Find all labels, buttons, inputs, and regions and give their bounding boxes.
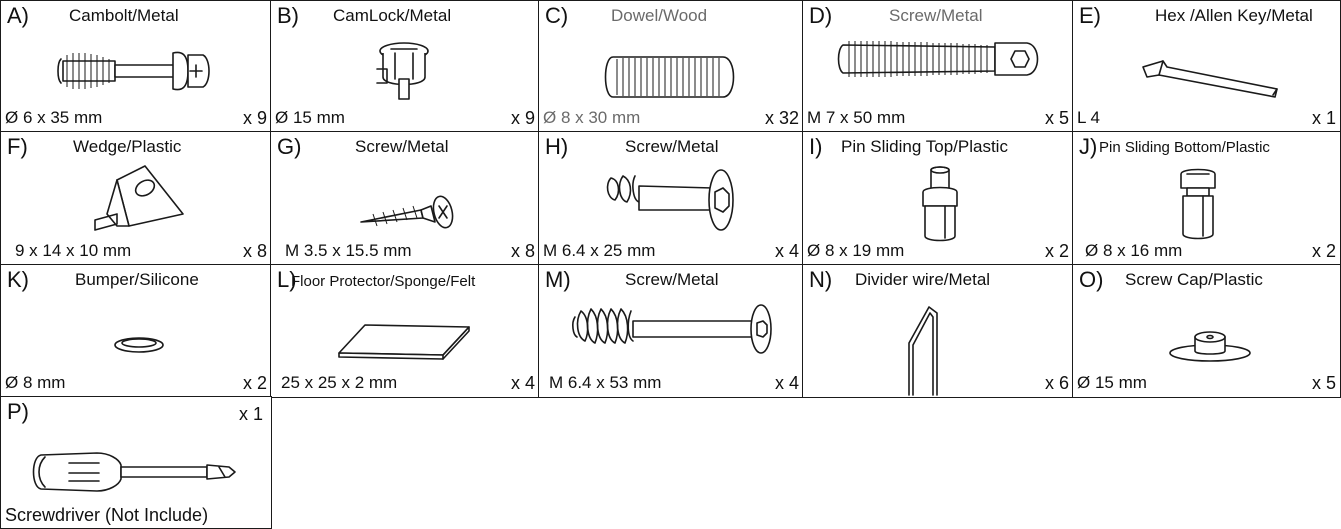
long-screw-icon bbox=[835, 31, 1050, 91]
part-letter: C) bbox=[545, 3, 569, 28]
part-letter: A) bbox=[7, 3, 29, 28]
part-quantity: x 6 bbox=[1044, 373, 1069, 393]
divider-wire-icon bbox=[901, 303, 951, 397]
part-dimension: M 6.4 x 25 mm bbox=[543, 241, 656, 260]
part-letter: E) bbox=[1079, 3, 1101, 28]
part-letter: N) bbox=[809, 267, 833, 292]
part-quantity: x 1 bbox=[1311, 108, 1336, 128]
part-dimension: Ø 15 mm bbox=[1077, 373, 1147, 392]
part-cell-l: L) Floor Protector/Sponge/Felt 25 x 25 x… bbox=[270, 264, 540, 398]
long-hex-screw-icon bbox=[567, 295, 797, 365]
felt-pad-icon bbox=[335, 319, 475, 369]
bumper-icon bbox=[109, 331, 169, 361]
part-cell-k: K) Bumper/Silicone Ø 8 mm x 2 bbox=[0, 264, 272, 398]
part-name: Screw/Metal bbox=[625, 270, 719, 289]
hex-screw-icon bbox=[603, 162, 753, 242]
part-name: Screw/Metal bbox=[355, 137, 449, 156]
part-name: Screw/Metal bbox=[889, 6, 983, 25]
part-quantity: x 32 bbox=[764, 108, 799, 128]
part-letter: M) bbox=[545, 267, 571, 292]
part-cell-b: B) CamLock/Metal Ø 15 mm x 9 bbox=[270, 0, 540, 133]
part-quantity: x 2 bbox=[1311, 241, 1336, 261]
part-letter: I) bbox=[809, 134, 823, 159]
part-cell-n: N) Divider wire/Metal x 6 bbox=[802, 264, 1074, 398]
part-quantity: x 4 bbox=[774, 241, 799, 261]
part-cell-j: J) Pin Sliding Bottom/Plastic Ø 8 x 16 m… bbox=[1072, 131, 1341, 266]
part-quantity: x 4 bbox=[510, 373, 535, 393]
tool-cell-p: P) x 1 Screwdriver (Not Include) bbox=[0, 396, 272, 529]
part-cell-h: H) Screw/Metal M 6.4 x 25 mm x 4 bbox=[538, 131, 804, 266]
part-quantity: x 4 bbox=[774, 373, 799, 393]
part-letter: G) bbox=[277, 134, 302, 159]
part-quantity: x 9 bbox=[242, 108, 267, 128]
part-letter: H) bbox=[545, 134, 569, 159]
part-dimension: M 3.5 x 15.5 mm bbox=[285, 241, 412, 260]
part-name: Bumper/Silicone bbox=[75, 270, 199, 289]
part-letter: F) bbox=[7, 134, 28, 159]
part-name: Divider wire/Metal bbox=[855, 270, 991, 289]
part-dimension: Ø 8 mm bbox=[5, 373, 66, 392]
part-quantity: x 5 bbox=[1311, 373, 1336, 393]
dowel-icon bbox=[603, 49, 743, 109]
part-name: Screw/Metal bbox=[625, 137, 719, 156]
part-dimension: Ø 8 x 30 mm bbox=[543, 108, 641, 127]
part-cell-m: M) Screw/Metal M 6.4 x 53 mm x 4 bbox=[538, 264, 804, 398]
part-letter: P) bbox=[7, 399, 29, 424]
part-quantity: x 1 bbox=[238, 404, 263, 424]
part-letter: K) bbox=[7, 267, 29, 292]
pin-bottom-icon bbox=[1173, 166, 1223, 246]
part-name: Screw Cap/Plastic bbox=[1125, 270, 1263, 289]
part-dimension: 9 x 14 x 10 mm bbox=[15, 241, 132, 260]
cambolt-icon bbox=[53, 41, 233, 101]
wedge-icon bbox=[87, 162, 197, 238]
part-cell-g: G) Screw/Metal M 3.5 x 15.5 mm x 8 bbox=[270, 131, 540, 266]
part-dimension: 25 x 25 x 2 mm bbox=[281, 373, 398, 392]
part-letter: D) bbox=[809, 3, 833, 28]
part-name: Pin Sliding Bottom/Plastic bbox=[1099, 139, 1270, 156]
part-dimension: L 4 bbox=[1077, 108, 1101, 127]
pin-top-icon bbox=[915, 166, 965, 246]
part-cell-e: E) Hex /Allen Key/Metal L 4 x 1 bbox=[1072, 0, 1341, 133]
part-dimension: Ø 8 x 19 mm bbox=[807, 241, 905, 260]
part-quantity: x 8 bbox=[510, 241, 535, 261]
part-letter: O) bbox=[1079, 267, 1104, 292]
part-dimension: Ø 6 x 35 mm bbox=[5, 108, 103, 127]
part-cell-f: F) Wedge/Plastic 9 x 14 x 10 mm x 8 bbox=[0, 131, 272, 266]
part-quantity: x 9 bbox=[510, 108, 535, 128]
part-name: Floor Protector/Sponge/Felt bbox=[291, 273, 476, 290]
screw-cap-icon bbox=[1165, 327, 1255, 367]
part-cell-o: O) Screw Cap/Plastic Ø 15 mm x 5 bbox=[1072, 264, 1341, 398]
part-dimension: M 6.4 x 53 mm bbox=[549, 373, 662, 392]
part-letter: L) bbox=[277, 267, 297, 292]
part-cell-i: I) Pin Sliding Top/Plastic Ø 8 x 19 mm x… bbox=[802, 131, 1074, 266]
part-name: Pin Sliding Top/Plastic bbox=[841, 137, 1008, 156]
part-letter: B) bbox=[277, 3, 299, 28]
tool-caption: Screwdriver (Not Include) bbox=[5, 505, 209, 525]
part-name: CamLock/Metal bbox=[333, 6, 452, 25]
part-quantity: x 2 bbox=[242, 373, 267, 393]
part-name: Cambolt/Metal bbox=[69, 6, 179, 25]
part-dimension: M 7 x 50 mm bbox=[807, 108, 906, 127]
camlock-icon bbox=[369, 39, 439, 107]
part-cell-a: A) Cambolt/Metal Ø 6 x 35 mm x 9 bbox=[0, 0, 272, 133]
part-cell-c: C) Dowel/Wood Ø 8 x 30 mm x 32 bbox=[538, 0, 804, 133]
wood-screw-icon bbox=[359, 188, 469, 238]
part-letter: J) bbox=[1079, 134, 1098, 159]
part-cell-d: D) Screw/Metal M 7 x 50 mm x 5 bbox=[802, 0, 1074, 133]
part-name: Wedge/Plastic bbox=[73, 137, 182, 156]
part-name: Dowel/Wood bbox=[611, 6, 708, 25]
part-quantity: x 5 bbox=[1044, 108, 1069, 128]
allen-key-icon bbox=[1137, 59, 1287, 109]
part-dimension: Ø 15 mm bbox=[275, 108, 345, 127]
part-name: Hex /Allen Key/Metal bbox=[1155, 6, 1313, 25]
part-quantity: x 2 bbox=[1044, 241, 1069, 261]
part-quantity: x 8 bbox=[242, 241, 267, 261]
screwdriver-icon bbox=[29, 447, 249, 497]
part-dimension: Ø 8 x 16 mm bbox=[1085, 241, 1183, 260]
